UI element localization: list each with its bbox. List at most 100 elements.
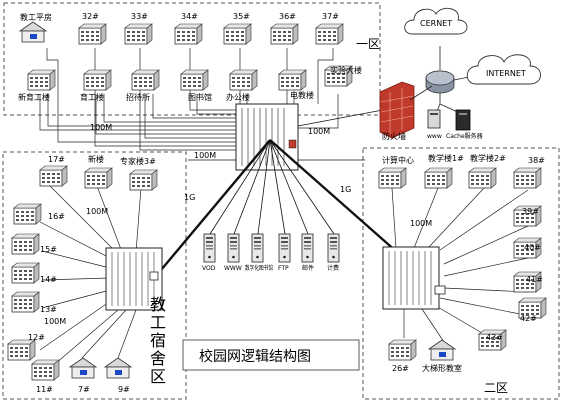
- dorm-building-0: 17#: [39, 155, 68, 187]
- zone2-building-9: 大梯形教室: [422, 339, 462, 373]
- dorm-building-1: 新楼: [84, 154, 113, 189]
- server-label: WWW: [224, 265, 242, 272]
- internet-label: INTERNET: [486, 69, 526, 78]
- zone2-building-label: 26#: [392, 364, 409, 373]
- zone1-building-8: 育工楼: [80, 69, 112, 102]
- server-4: 邮件: [301, 233, 314, 272]
- zone1-building-label: 电教楼: [290, 90, 314, 100]
- zone2-building-5: 40#: [513, 237, 542, 259]
- zone1-building-label: 新育工楼: [18, 92, 50, 102]
- zone1-building-label: 育工楼: [80, 92, 104, 102]
- zone2-building-0: 计算中心: [378, 155, 414, 189]
- zone2-cabling: [391, 187, 531, 343]
- dorm-building-label: 7#: [78, 385, 90, 394]
- dorm-uplink-100m: 100M: [194, 151, 216, 160]
- zone1-building-0: 教工平房: [19, 12, 52, 43]
- dorm-uplink-1g: 1G: [184, 193, 195, 202]
- router: [425, 70, 455, 94]
- dorm-building-4: 15#: [11, 233, 57, 255]
- firewall-label: 防火墙: [382, 131, 406, 141]
- server-label: 数字化图书馆: [245, 264, 273, 272]
- zone1-building-label: 33#: [131, 12, 148, 21]
- dorm-building-label: 15#: [40, 245, 57, 254]
- zone2-building-label: 42#: [520, 314, 537, 323]
- zone1-building-label: 招待所: [126, 92, 150, 102]
- zone2-building-label: 43#: [486, 333, 503, 342]
- zone1-building-label: 35#: [233, 12, 250, 21]
- zone2-building-8: 26#: [388, 339, 417, 373]
- zone1-building-label: 36#: [279, 12, 296, 21]
- zone2-building-label: 38#: [528, 156, 545, 165]
- zone1-building-5: 36#: [270, 12, 299, 45]
- dorm-building-label: 专家楼3#: [120, 156, 156, 166]
- zone1-building-12: 电教楼: [278, 69, 314, 100]
- zone1-building-11: 办公楼: [226, 69, 258, 102]
- zone1-building-4: 35#: [223, 12, 252, 45]
- zone1-building-label: 图书馆: [188, 92, 212, 102]
- dorm-zone-char-2: 工: [150, 313, 166, 332]
- dorm-building-7: 12#: [7, 333, 45, 361]
- zone2-building-label: 教学楼2#: [470, 153, 506, 163]
- zone1-building-label: 34#: [181, 12, 198, 21]
- dorm-building-label: 12#: [28, 333, 45, 342]
- zone1-title: 一区: [356, 37, 380, 51]
- dorm-building-10: 9#: [104, 357, 132, 394]
- zone1-building-label: 办公楼: [226, 92, 250, 102]
- dorm-building-2: 专家楼3#: [120, 156, 158, 191]
- cache-server-label: Cache服务器: [446, 132, 483, 140]
- cache-server: Cache服务器: [446, 109, 483, 140]
- dorm-building-5: 14#: [11, 262, 57, 284]
- zone2-building-3: 38#: [513, 156, 545, 189]
- dorm-zone-char-3: 宿: [150, 331, 166, 350]
- zone1-building-2: 33#: [124, 12, 153, 45]
- server-2: 数字化图书馆: [245, 233, 273, 272]
- dorm-building-6: 13#: [11, 291, 57, 314]
- zone2-switch: [382, 246, 446, 310]
- server-label: VOD: [202, 265, 216, 272]
- www-server: www: [427, 109, 442, 140]
- zone1-building-7: 新育工楼: [18, 69, 56, 102]
- internet-cloud: INTERNET: [466, 54, 541, 85]
- zone1-building-1: 32#: [78, 12, 107, 45]
- dorm-building-label: 16#: [48, 212, 65, 221]
- dorm-switch: [105, 247, 163, 311]
- zone1-building-13: 实验大楼: [324, 65, 362, 87]
- zone2-building-7: 42#: [518, 297, 547, 323]
- zone1-link-100m-left: 100M: [90, 123, 112, 132]
- zone2-building-2: 教学楼2#: [468, 153, 506, 189]
- dorm-cabling: [39, 185, 142, 371]
- zone2-link-100m: 100M: [410, 219, 432, 228]
- zone2-title: 二区: [484, 381, 508, 395]
- server-label: 邮件: [302, 264, 314, 272]
- dorm-link-100m-bottom: 100M: [44, 317, 66, 326]
- server-5: 计费: [327, 233, 340, 272]
- zone1-building-10: 图书馆: [180, 69, 212, 102]
- dorm-building-label: 13#: [40, 305, 57, 314]
- dorm-building-label: 新楼: [88, 154, 104, 164]
- zone1-link-100m-right: 100M: [308, 127, 330, 136]
- zone2-building-1: 教学楼1#: [424, 153, 464, 189]
- dorm-building-label: 17#: [48, 155, 65, 164]
- title-box: [182, 339, 360, 371]
- core-switch: [235, 103, 299, 171]
- zone2-border: [362, 147, 560, 400]
- zone2-building-label: 39#: [522, 207, 539, 216]
- server-label: FTP: [278, 265, 289, 272]
- dorm-building-9: 7#: [69, 357, 97, 394]
- diagram-title: 校园网逻辑结构图: [199, 348, 311, 365]
- server-label: 计费: [327, 264, 339, 272]
- zone2-building-label: 教学楼1#: [428, 153, 464, 163]
- cernet-label: CERNET: [420, 19, 452, 28]
- zone2-building-6: 41#: [513, 271, 543, 293]
- zone2-uplink-1g: 1G: [340, 185, 351, 194]
- server-1: WWW: [224, 233, 242, 272]
- dorm-zone-char-5: 区: [150, 367, 166, 386]
- cernet-cloud: CERNET: [404, 7, 468, 35]
- dorm-building-8: 11#: [31, 359, 60, 394]
- www-server-label: www: [427, 133, 442, 140]
- zone2-building-label: 41#: [526, 275, 543, 284]
- zone2-building-10: 43#: [478, 329, 507, 351]
- dorm-building-label: 9#: [118, 385, 130, 394]
